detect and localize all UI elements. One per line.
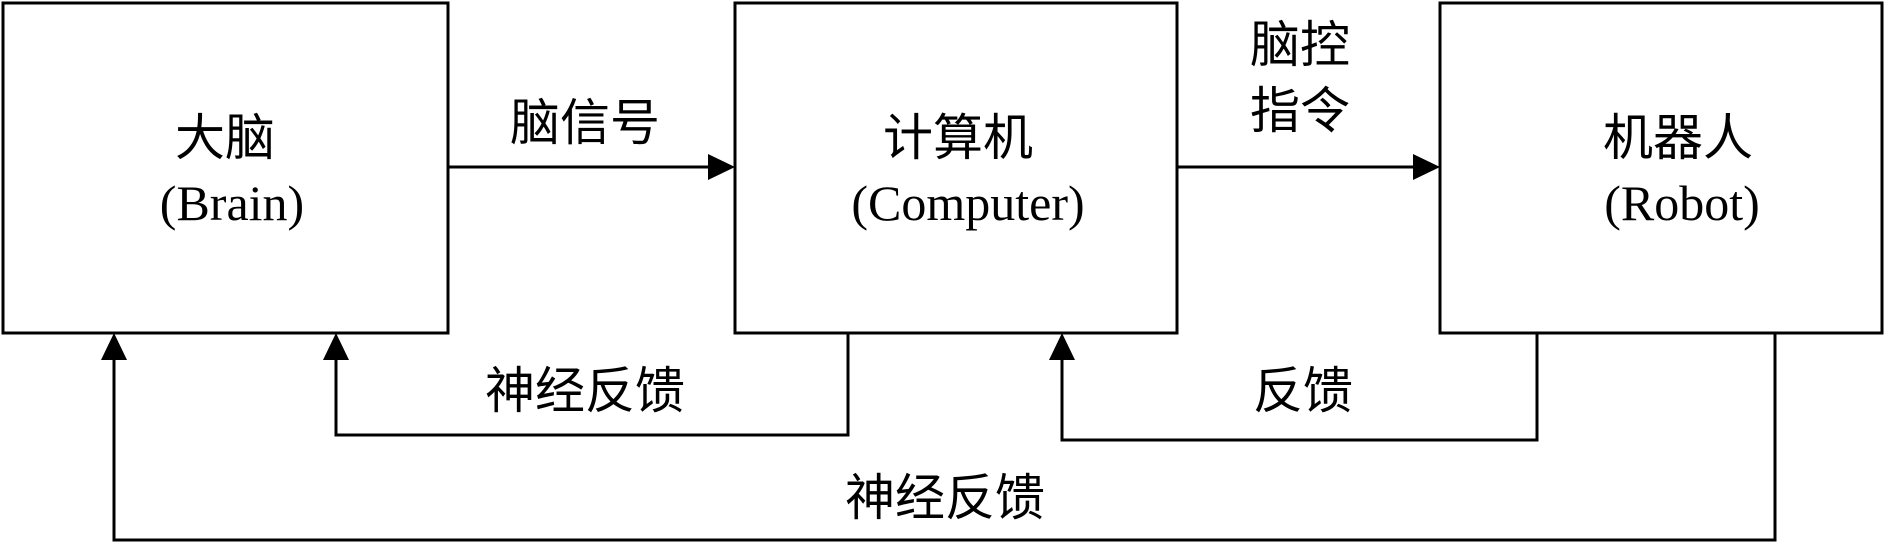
robot-to-computer-feedback-line: [1060, 333, 1539, 442]
brain-subtitle: (Brain): [160, 175, 304, 231]
control-command-label-line2: 指令: [1250, 82, 1350, 140]
robot-title: 机器人: [1603, 109, 1753, 167]
computer-to-robot-arrowhead: [1413, 154, 1440, 180]
computer-to-brain-feedback-arrowhead: [323, 333, 349, 360]
control-command-label-line1: 脑控: [1250, 16, 1350, 74]
computer-subtitle: (Computer): [851, 175, 1084, 231]
computer-title: 计算机: [883, 109, 1033, 167]
brain-signal-label: 脑信号: [510, 94, 660, 152]
computer-box: [733, 1, 1179, 335]
robot-to-brain-feedback-arrowhead: [101, 333, 127, 360]
robot-box: [1438, 1, 1884, 335]
brain-title: 大脑: [175, 109, 275, 167]
neural-feedback-label-inner: 神经反馈: [485, 362, 685, 420]
robot-to-computer-feedback-arrowhead: [1049, 333, 1075, 360]
brain-box: [1, 1, 450, 335]
feedback-label: 反馈: [1253, 362, 1353, 420]
neural-feedback-label-outer: 神经反馈: [845, 469, 1045, 527]
computer-to-brain-feedback-line: [334, 333, 850, 437]
robot-to-brain-feedback-line: [112, 333, 1777, 542]
brain-to-computer-arrowhead: [708, 154, 735, 180]
robot-subtitle: (Robot): [1604, 175, 1760, 231]
